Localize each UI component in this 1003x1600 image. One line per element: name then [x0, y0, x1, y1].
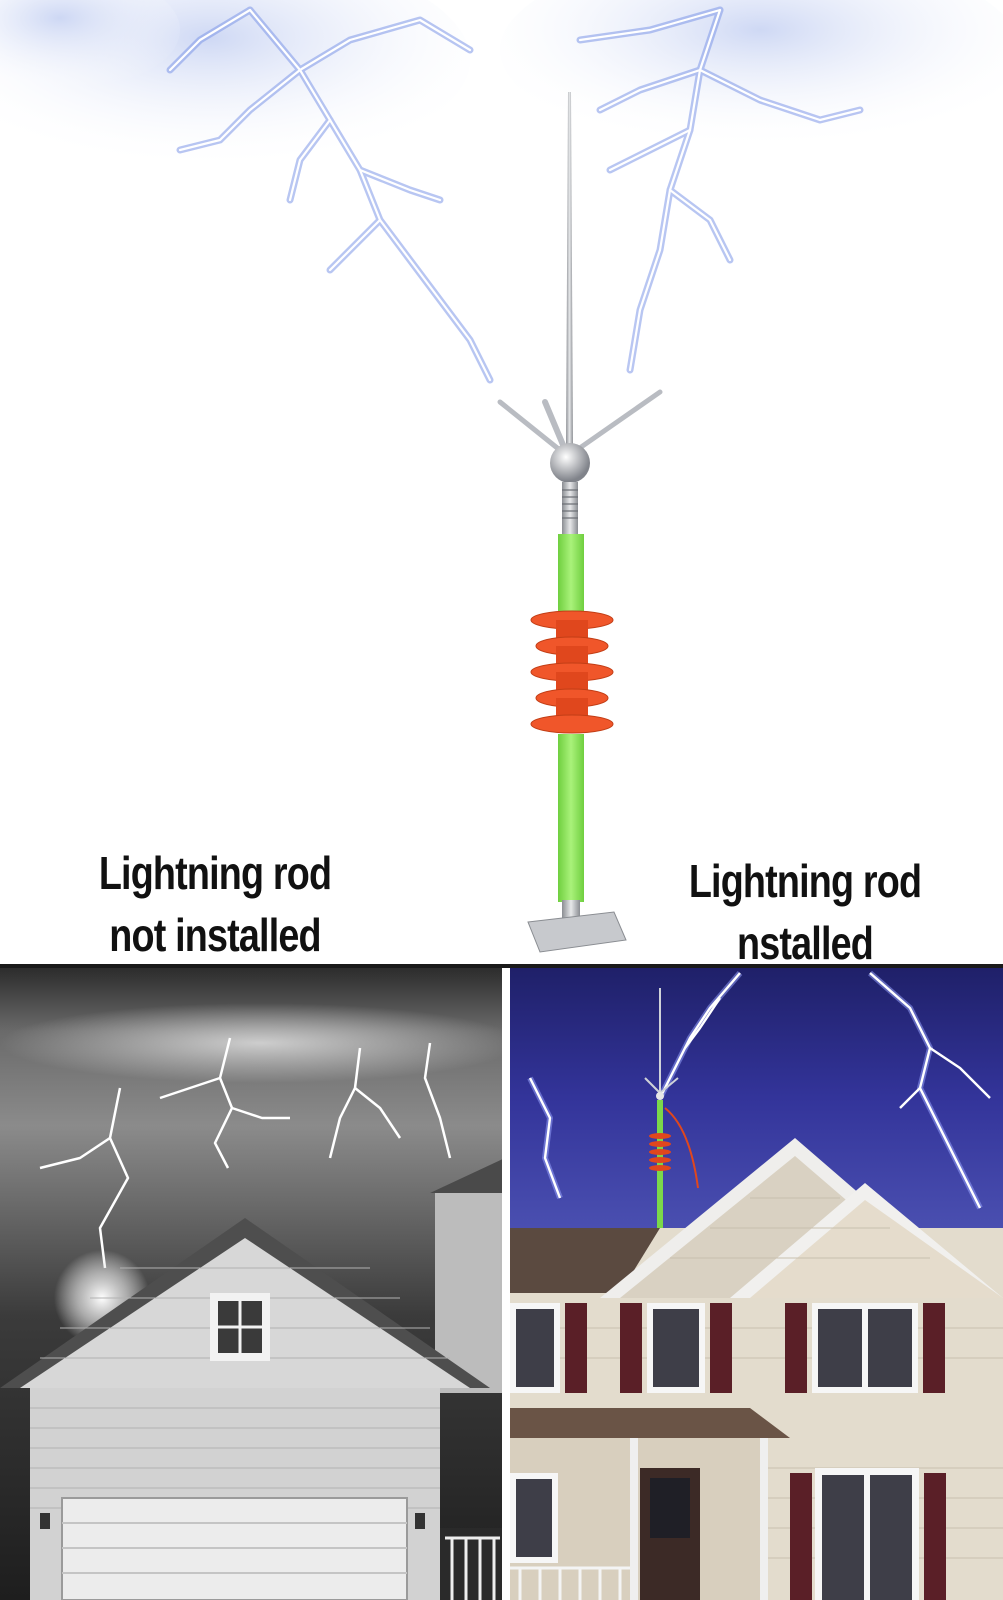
storm-house-with-rod-image [510, 968, 1003, 1600]
caption-no-rod-line2: not installed [109, 909, 321, 961]
caption-with-rod-line1: Lightning rod [688, 855, 922, 907]
caption-with-rod: Lightning rod nstalled [637, 850, 973, 974]
storm-house-no-rod-image [0, 968, 502, 1600]
lightning-rod-image [0, 0, 1003, 953]
caption-no-rod-line1: Lightning rod [98, 847, 332, 899]
rod-assembly [497, 92, 663, 953]
lightning-bolt-right-icon [576, 6, 864, 374]
panel-divider [502, 968, 510, 1600]
caption-with-rod-line2: nstalled [737, 917, 874, 969]
lightning-bolt-left-icon [166, 6, 494, 384]
panel-top-border [0, 964, 1003, 968]
caption-no-rod: Lightning rod not installed [55, 842, 375, 966]
